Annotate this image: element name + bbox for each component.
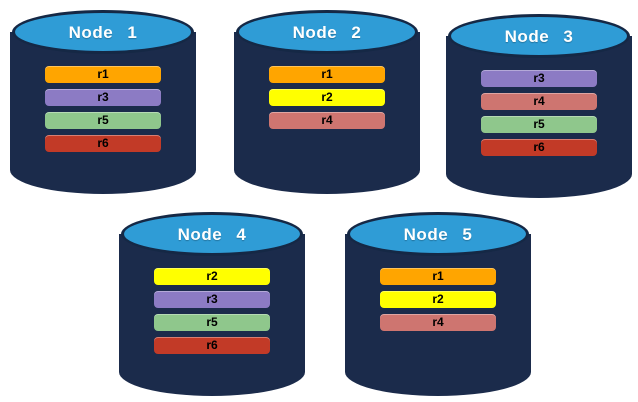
node-label: Node 1 xyxy=(68,23,138,42)
node-cylinder: Node 1 r1 r3 r5 r6 xyxy=(10,10,196,194)
replica-bar: r3 xyxy=(481,70,597,87)
replica-bar: r2 xyxy=(154,268,270,285)
replica-bar: r4 xyxy=(269,112,385,129)
node-cylinder: Node 4 r2 r3 r5 r6 xyxy=(119,212,305,396)
replica-list: r1 r2 r4 xyxy=(345,268,531,331)
node-cylinder: Node 2 r1 r2 r4 xyxy=(234,10,420,194)
cylinder-top: Node 4 xyxy=(121,212,303,256)
replica-bar: r4 xyxy=(380,314,496,331)
node-label: Node 5 xyxy=(403,225,473,244)
node-label: Node 2 xyxy=(292,23,362,42)
replica-bar: r5 xyxy=(481,116,597,133)
replica-bar: r1 xyxy=(269,66,385,83)
node-cylinder: Node 5 r1 r2 r4 xyxy=(345,212,531,396)
node-label: Node 4 xyxy=(177,225,247,244)
replica-bar: r1 xyxy=(380,268,496,285)
cylinder-top: Node 5 xyxy=(347,212,529,256)
replica-bar: r5 xyxy=(154,314,270,331)
replica-bar: r1 xyxy=(45,66,161,83)
replica-list: r2 r3 r5 r6 xyxy=(119,268,305,354)
node-label: Node 3 xyxy=(504,27,574,46)
replica-bar: r6 xyxy=(481,139,597,156)
replica-list: r1 r3 r5 r6 xyxy=(10,66,196,152)
replica-list: r3 r4 r5 r6 xyxy=(446,70,632,156)
replica-bar: r6 xyxy=(45,135,161,152)
replica-bar: r2 xyxy=(269,89,385,106)
replica-bar: r2 xyxy=(380,291,496,308)
cylinder-top: Node 2 xyxy=(236,10,418,54)
replica-list: r1 r2 r4 xyxy=(234,66,420,129)
cylinder-top: Node 1 xyxy=(12,10,194,54)
cylinder-top: Node 3 xyxy=(448,14,630,58)
node-cylinder: Node 3 r3 r4 r5 r6 xyxy=(446,14,632,198)
replica-bar: r3 xyxy=(45,89,161,106)
replica-bar: r4 xyxy=(481,93,597,110)
replica-bar: r5 xyxy=(45,112,161,129)
replica-bar: r6 xyxy=(154,337,270,354)
replica-bar: r3 xyxy=(154,291,270,308)
